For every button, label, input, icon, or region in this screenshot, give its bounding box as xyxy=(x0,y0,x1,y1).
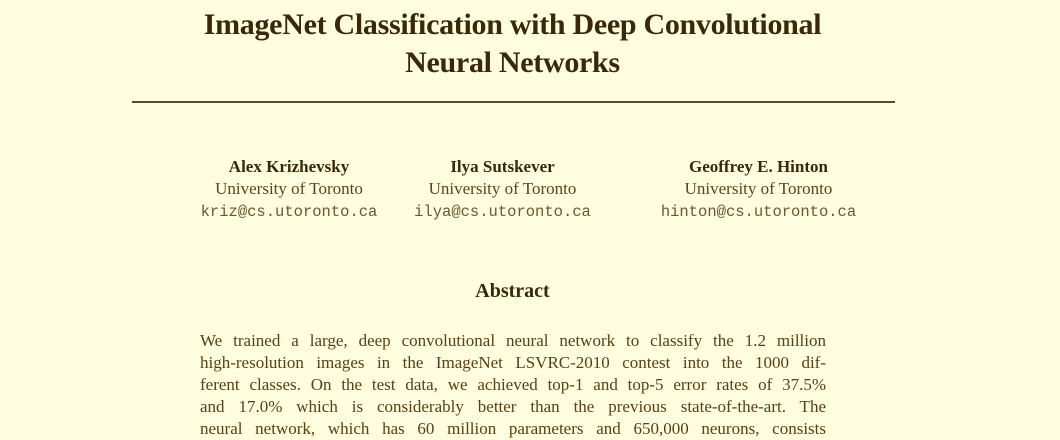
author-affiliation: University of Toronto xyxy=(428,179,577,198)
abstract-line: and 17.0% which is considerably better t… xyxy=(200,397,826,416)
author-sutskever: Ilya Sutskever University of Toronto ily… xyxy=(390,156,615,224)
author-hinton: Geoffrey E. Hinton University of Toronto… xyxy=(630,156,887,224)
author-email: kriz@cs.utoronto.ca xyxy=(200,203,378,221)
abstract-line: neural network, which has 60 million par… xyxy=(200,419,826,438)
author-krizhevsky: Alex Krizhevsky University of Toronto kr… xyxy=(140,156,438,224)
paper-title-line-2: Neural Networks xyxy=(405,46,620,79)
author-email: hinton@cs.utoronto.ca xyxy=(660,203,857,221)
author-name: Ilya Sutskever xyxy=(450,157,555,176)
author-name: Alex Krizhevsky xyxy=(228,157,350,176)
abstract-line: We trained a large, deep convolutional n… xyxy=(200,331,826,350)
author-email: ilya@cs.utoronto.ca xyxy=(414,203,591,221)
abstract-heading: Abstract xyxy=(475,280,550,302)
author-name: Geoffrey E. Hinton xyxy=(689,157,828,176)
abstract-body: We trained a large, deep convolutional n… xyxy=(200,330,826,440)
author-affiliation: University of Toronto xyxy=(215,179,363,198)
paper-title: ImageNet Classification with Deep Convol… xyxy=(130,6,895,82)
abstract-line: ferent classes. On the test data, we ach… xyxy=(200,375,826,394)
title-rule-divider xyxy=(132,101,895,103)
abstract-line: high-resolution images in the ImageNet L… xyxy=(200,353,826,372)
author-affiliation: University of Toronto xyxy=(684,179,833,198)
paper-title-line-1: ImageNet Classification with Deep Convol… xyxy=(203,8,822,41)
